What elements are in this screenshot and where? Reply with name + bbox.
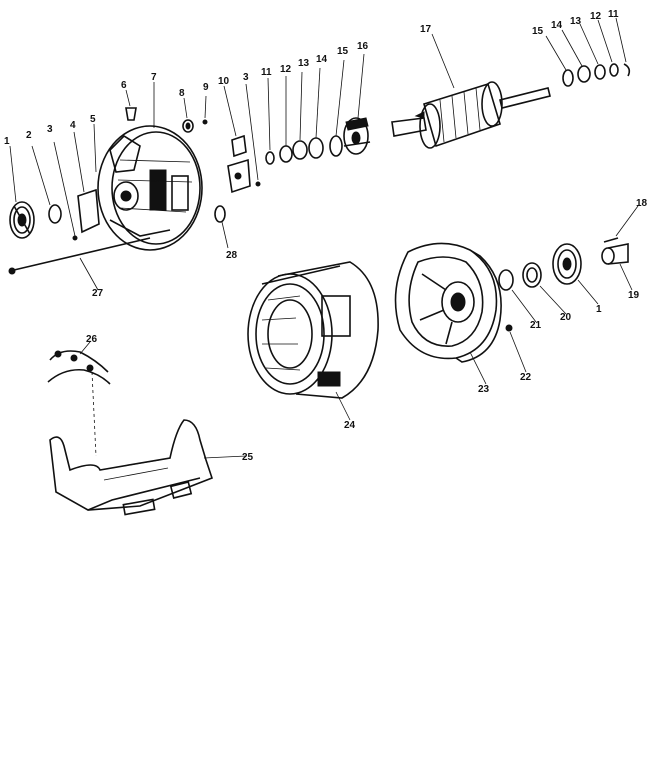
part-28-bushing xyxy=(214,205,226,223)
label-part-12a: 12 xyxy=(280,64,292,75)
label-part-11a: 11 xyxy=(261,67,272,78)
part-21-washer xyxy=(498,269,514,291)
leader-3b xyxy=(245,83,259,181)
leader-20 xyxy=(539,285,567,315)
label-part-13a: 13 xyxy=(298,58,310,69)
leader-6 xyxy=(125,89,131,107)
leader-18 xyxy=(615,205,639,237)
label-part-4: 4 xyxy=(70,120,76,131)
part-6-terminal xyxy=(125,107,137,121)
label-part-11b: 11 xyxy=(608,9,619,20)
label-part-28a: 28 xyxy=(226,250,238,261)
label-part-20: 20 xyxy=(560,312,572,323)
label-part-14b: 14 xyxy=(551,20,563,31)
part-8-bushing xyxy=(182,119,194,133)
label-part-16: 16 xyxy=(357,41,369,52)
leader-9 xyxy=(204,95,207,119)
leader-10 xyxy=(223,85,237,137)
label-part-1b: 1 xyxy=(596,304,602,315)
label-part-1a: 1 xyxy=(4,136,10,147)
label-part-17: 17 xyxy=(420,24,432,35)
leader-24 xyxy=(335,391,351,421)
leader-27 xyxy=(79,257,99,291)
leader-14a xyxy=(315,67,321,139)
label-part-2: 2 xyxy=(26,130,32,141)
leader-11a xyxy=(267,77,271,151)
label-part-13b: 13 xyxy=(570,16,582,27)
leader-28a xyxy=(221,221,229,249)
label-part-5a: 5 xyxy=(90,114,96,125)
leader-4 xyxy=(73,131,85,193)
leader-19 xyxy=(619,263,633,291)
part-24-stator xyxy=(247,261,379,399)
label-part-26: 26 xyxy=(86,334,98,345)
part-27-through-bolt xyxy=(8,237,151,275)
label-part-6: 6 xyxy=(121,80,127,91)
part-26-wiring xyxy=(47,350,111,457)
leader-13a xyxy=(299,71,303,141)
label-part-21: 21 xyxy=(530,320,542,331)
leader-15a xyxy=(335,59,345,137)
leader-14b xyxy=(561,29,583,67)
label-part-9: 9 xyxy=(203,82,209,93)
part-17-rotor xyxy=(391,81,551,149)
leader-21 xyxy=(511,289,537,323)
leader-3a xyxy=(53,141,76,237)
label-part-23: 23 xyxy=(478,384,490,395)
leader-5a xyxy=(93,123,97,173)
label-part-25: 25 xyxy=(242,452,254,463)
part-2-washer xyxy=(48,204,62,224)
label-part-3a: 3 xyxy=(47,124,53,135)
leader-26 xyxy=(79,341,91,355)
washer-group-left xyxy=(265,135,343,165)
label-part-7: 7 xyxy=(151,72,157,83)
label-part-3b: 3 xyxy=(243,72,249,83)
leader-13b xyxy=(579,23,599,65)
leader-2 xyxy=(31,145,51,206)
leader-15b xyxy=(545,35,567,71)
label-part-12b: 12 xyxy=(590,11,602,22)
leader-25 xyxy=(203,455,247,459)
washer-group-right xyxy=(562,63,631,87)
leader-1b xyxy=(577,279,599,305)
part-1-end-cap-right xyxy=(552,243,582,285)
label-part-14a: 14 xyxy=(316,54,328,65)
part-7-end-bracket xyxy=(97,125,203,251)
leader-12b xyxy=(597,19,613,63)
part-10-switch xyxy=(227,134,251,194)
part-4-gasket xyxy=(77,188,100,234)
label-part-18: 18 xyxy=(636,198,648,209)
leader-1a xyxy=(9,145,17,203)
part-25-base xyxy=(49,419,213,516)
part-23-end-bell xyxy=(394,242,502,363)
leader-11b xyxy=(615,17,627,63)
leader-16 xyxy=(357,53,365,119)
label-part-15b: 15 xyxy=(532,26,544,37)
part-1-end-cap xyxy=(9,201,35,239)
leader-8 xyxy=(183,97,188,119)
part-18-19-pin xyxy=(601,237,629,265)
label-part-22: 22 xyxy=(520,372,532,383)
leader-23 xyxy=(469,351,487,385)
leader-17 xyxy=(431,33,455,89)
label-part-19: 19 xyxy=(628,290,640,301)
label-part-24: 24 xyxy=(344,420,356,431)
label-part-27: 27 xyxy=(92,288,104,299)
label-part-8: 8 xyxy=(179,88,185,99)
part-16-centrifugal-switch xyxy=(343,117,371,155)
label-part-15a: 15 xyxy=(337,46,349,57)
leader-22 xyxy=(509,331,527,373)
label-part-10: 10 xyxy=(218,76,230,87)
part-20-bearing xyxy=(522,262,542,288)
